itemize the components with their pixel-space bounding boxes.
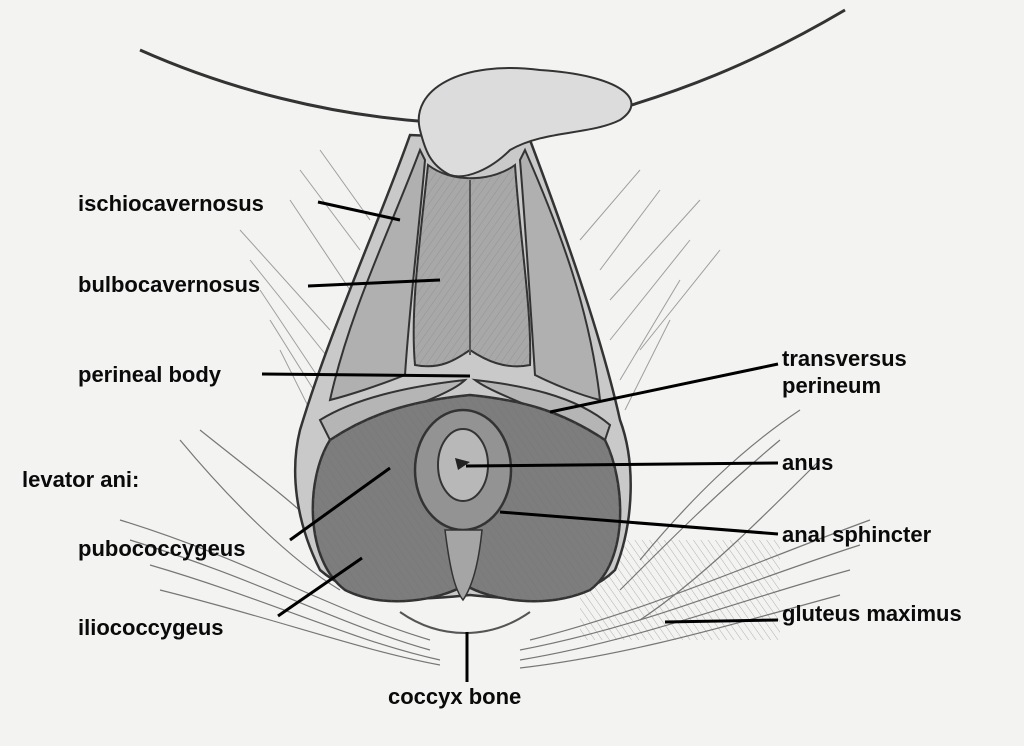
leader-perineal-body [261,372,471,378]
left-thigh-outline [139,48,431,124]
leader-lines [261,200,779,682]
coccyx-region [444,529,483,602]
label-bulbocavernosus: bulbocavernosus [78,272,261,297]
label-perineal-body: perineal body [78,362,222,387]
ischiocavernosus-left [328,147,427,402]
label-transversus-perineum-line2: perineum [782,373,882,398]
leader-anus [465,461,779,468]
label-transversus-perineum-line1: transversus [782,346,907,371]
label-anal-sphincter: anal sphincter [782,522,932,547]
label-gluteus-maximus: gluteus maximus [782,601,962,626]
anus-center [455,458,470,470]
label-coccyx-bone: coccyx bone [388,684,522,709]
bulbocavernosus-hatch [413,165,531,367]
leader-transversus [549,362,779,414]
leader-anal-sphincter [499,510,779,536]
leader-iliococcygeus [277,556,363,618]
coccyx-base [399,611,531,634]
label-iliococcygeus: iliococcygeus [78,615,224,640]
leader-bulbocavernosus [307,278,441,288]
leader-gluteus [664,618,779,624]
leader-pubococcygeus [289,466,391,542]
label-ischiocavernosus: ischiocavernosus [78,191,264,216]
label-pubococcygeus: pubococcygeus [78,536,246,561]
label-anus: anus [782,450,834,475]
ischiocavernosus-right [518,147,602,402]
label-levator-ani: levator ani: [22,467,140,492]
leader-ischiocavernosus [317,200,401,222]
left-fiber-strokes [239,149,371,421]
